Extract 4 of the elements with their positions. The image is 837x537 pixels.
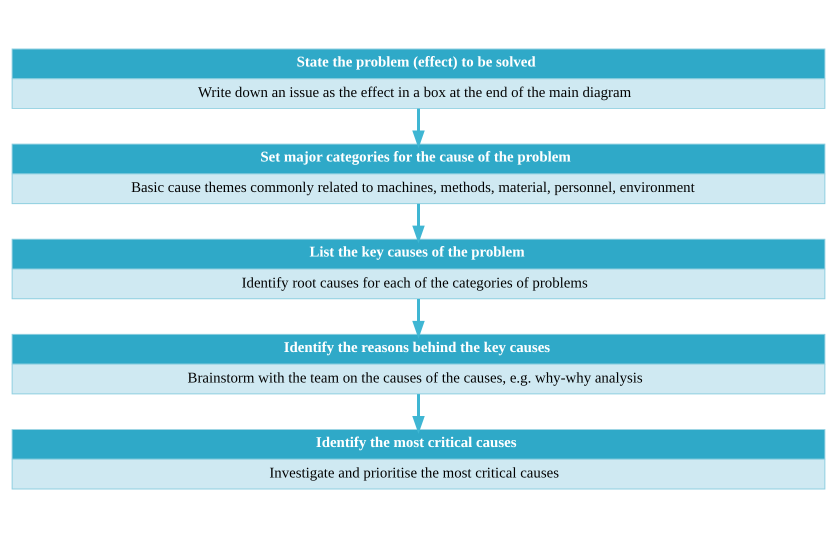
arrow <box>412 203 425 244</box>
arrow <box>412 298 425 338</box>
arrow <box>412 394 425 434</box>
arrow <box>412 108 425 148</box>
